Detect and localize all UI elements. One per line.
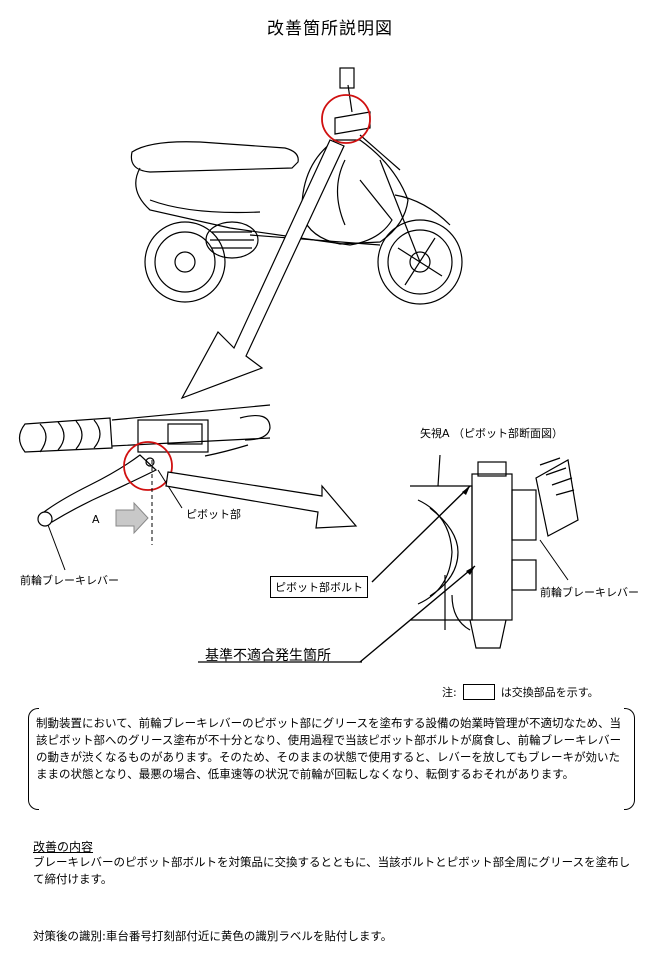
pivot-section-illustration [410, 454, 579, 649]
nonconformity-label: 基準不適合発生箇所 [205, 648, 331, 664]
identification-text: 対策後の識別:車台番号打刻部付近に黄色の識別ラベルを貼付します。 [33, 929, 393, 943]
defect-description: 制動装置において、前輪ブレーキレバーのピボット部にグリースを塗布する設備の始業時… [36, 716, 622, 781]
improvement-body: ブレーキレバーのピボット部ボルトを対策品に交換するとともに、当該ボルトとピボット… [33, 855, 631, 886]
note-prefix: 注: [442, 686, 457, 699]
pointer-arrow-large [180, 139, 345, 400]
note-suffix: は交換部品を示す。 [500, 686, 599, 699]
scooter-illustration [130, 67, 463, 305]
diagram-art [18, 67, 579, 663]
arrow-a-label: A [92, 513, 100, 526]
highlight-circle-lever [123, 441, 173, 491]
pivot-part-label: ピボット部 [186, 508, 241, 521]
front-brake-lever-label-left: 前輪ブレーキレバー [20, 574, 119, 587]
view-a-label: 矢視A （ピボット部断面図） [420, 427, 564, 440]
note-legend-box [462, 684, 495, 700]
replacement-note: 注: は交換部品を示す。 [442, 684, 599, 700]
brake-lever-illustration [18, 404, 271, 527]
page-title: 改善箇所説明図 [267, 19, 393, 39]
pivot-bolt-label: ピボット部ボルト [270, 576, 368, 598]
improvement-heading: 改善の内容 [33, 840, 94, 854]
view-a-arrow [115, 501, 149, 535]
pointer-arrow-medium [165, 471, 358, 529]
highlight-circle-scooter [321, 94, 371, 144]
front-brake-lever-label-right: 前輪ブレーキレバー [540, 586, 639, 599]
